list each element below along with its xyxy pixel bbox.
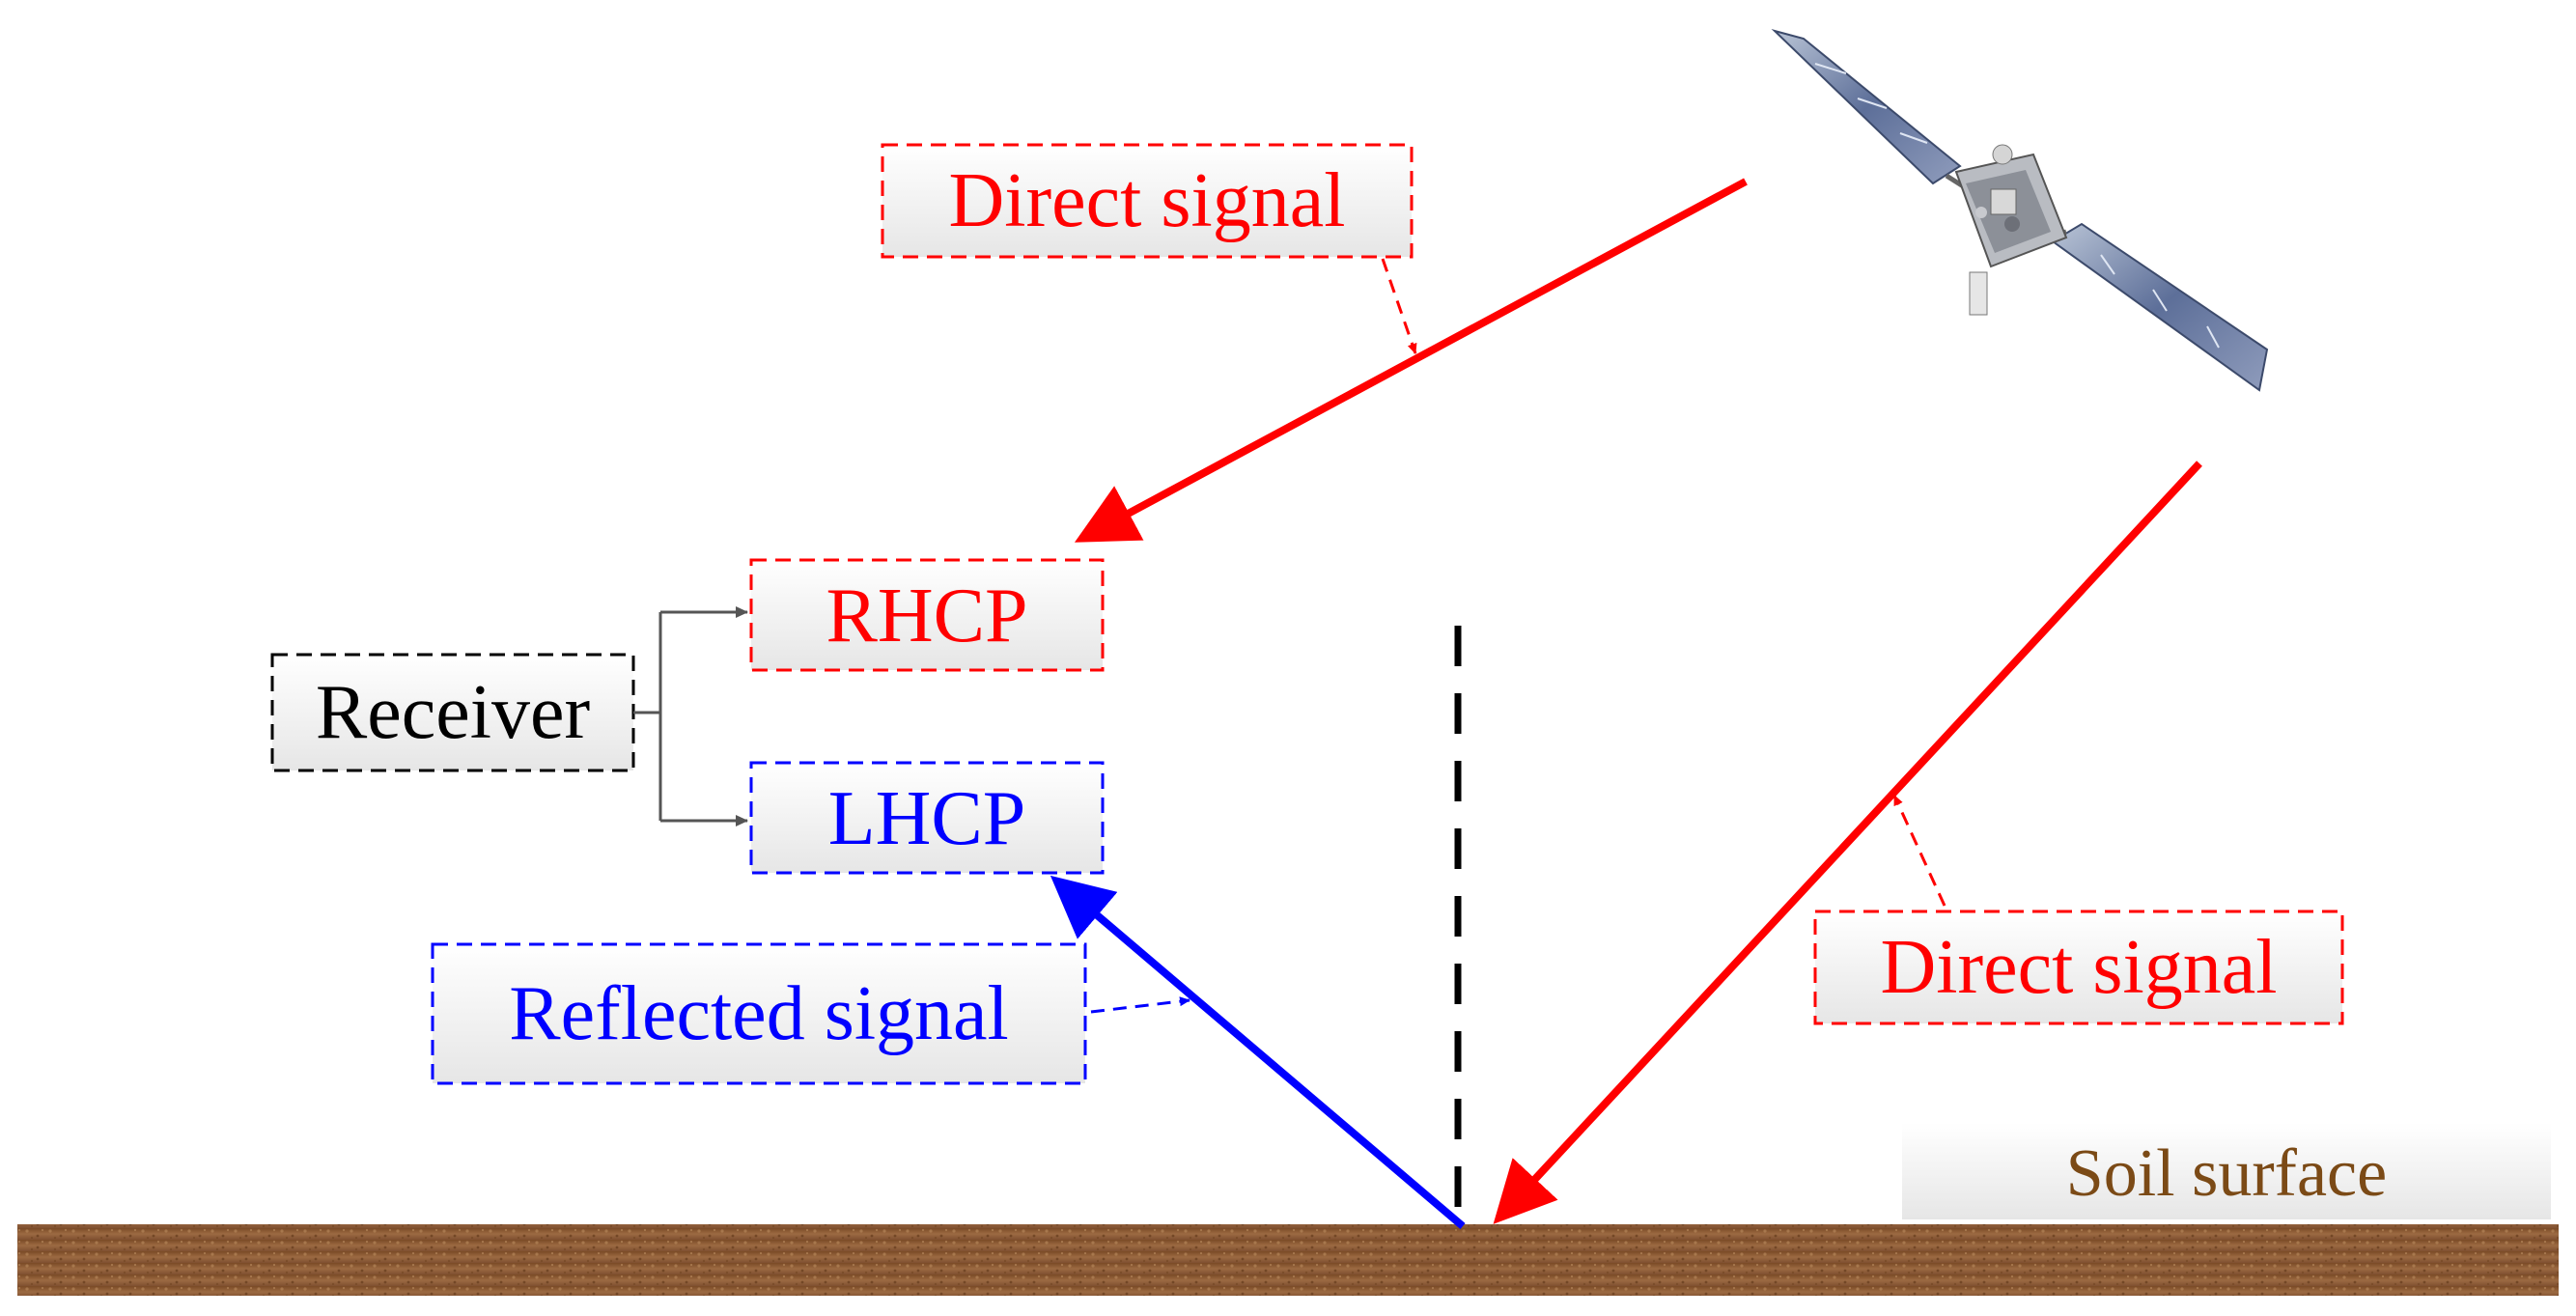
soil-surface-label-box: Soil surface — [1902, 1123, 2551, 1219]
direct-signal-bottom-label: Direct signal — [1881, 925, 2278, 1010]
satellite-icon — [1771, 29, 2269, 392]
reflected-signal-line — [1050, 875, 1466, 1230]
direct-signal-bottom-box: Direct signal — [1813, 910, 2344, 1025]
lhcp-box: LHCP — [749, 761, 1105, 875]
receiver-label: Receiver — [316, 670, 590, 755]
reflected-signal-label: Reflected signal — [509, 971, 1009, 1056]
direct-signal-line-right — [1493, 461, 2202, 1224]
receiver-connector — [633, 606, 748, 826]
reflected-signal-callout — [1090, 996, 1190, 1014]
direct-signal-bottom-callout — [1892, 795, 1946, 907]
direct-signal-top-callout — [1381, 258, 1417, 354]
direct-signal-top-label: Direct signal — [949, 158, 1346, 243]
rhcp-label: RHCP — [826, 574, 1028, 658]
rhcp-box: RHCP — [749, 558, 1105, 672]
soil-ground — [17, 1224, 2559, 1296]
receiver-box: Receiver — [270, 653, 635, 772]
soil-surface-label: Soil surface — [2066, 1136, 2387, 1211]
direct-signal-line-top — [1074, 178, 1748, 543]
lhcp-label: LHCP — [828, 776, 1026, 861]
direct-signal-top-box: Direct signal — [881, 143, 1414, 259]
reflected-signal-box: Reflected signal — [431, 942, 1087, 1085]
